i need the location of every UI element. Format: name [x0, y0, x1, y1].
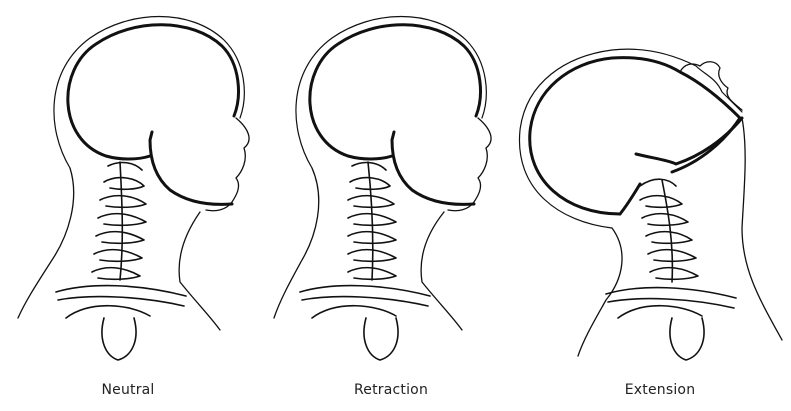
retraction-shoulder-bones: [300, 286, 430, 360]
extension-face-profile: [680, 62, 742, 110]
retraction-label: Retraction: [291, 382, 491, 402]
extension-shoulder-bones: [606, 288, 736, 360]
retraction-cervical-spine: [348, 162, 396, 280]
retraction-skull-base: [348, 156, 392, 159]
extension-jaw: [636, 118, 742, 164]
retraction-neck-front: [421, 212, 462, 330]
extension-neck-front: [742, 118, 782, 340]
neutral-skull-base: [106, 156, 150, 159]
extension-label: Extension: [560, 382, 760, 402]
retraction-neck-back: [274, 168, 319, 318]
neutral-shoulder-bones: [56, 286, 186, 360]
neutral-label: Neutral: [28, 382, 228, 402]
neutral-skull: [68, 25, 239, 156]
neutral-jaw: [150, 132, 232, 204]
neutral-face-profile: [206, 118, 249, 211]
extension-head-illustration: [519, 49, 782, 360]
retraction-face-profile: [448, 118, 491, 211]
retraction-jaw: [392, 132, 474, 204]
neutral-neck-front: [179, 212, 220, 330]
neutral-cervical-spine: [92, 162, 146, 280]
extension-cervical-spine: [640, 179, 698, 282]
neutral-head-illustration: [18, 17, 249, 361]
retraction-skull: [310, 25, 481, 156]
neutral-neck-back: [18, 168, 74, 318]
retraction-head-illustration: [274, 17, 491, 361]
extension-skull-base: [620, 184, 640, 214]
